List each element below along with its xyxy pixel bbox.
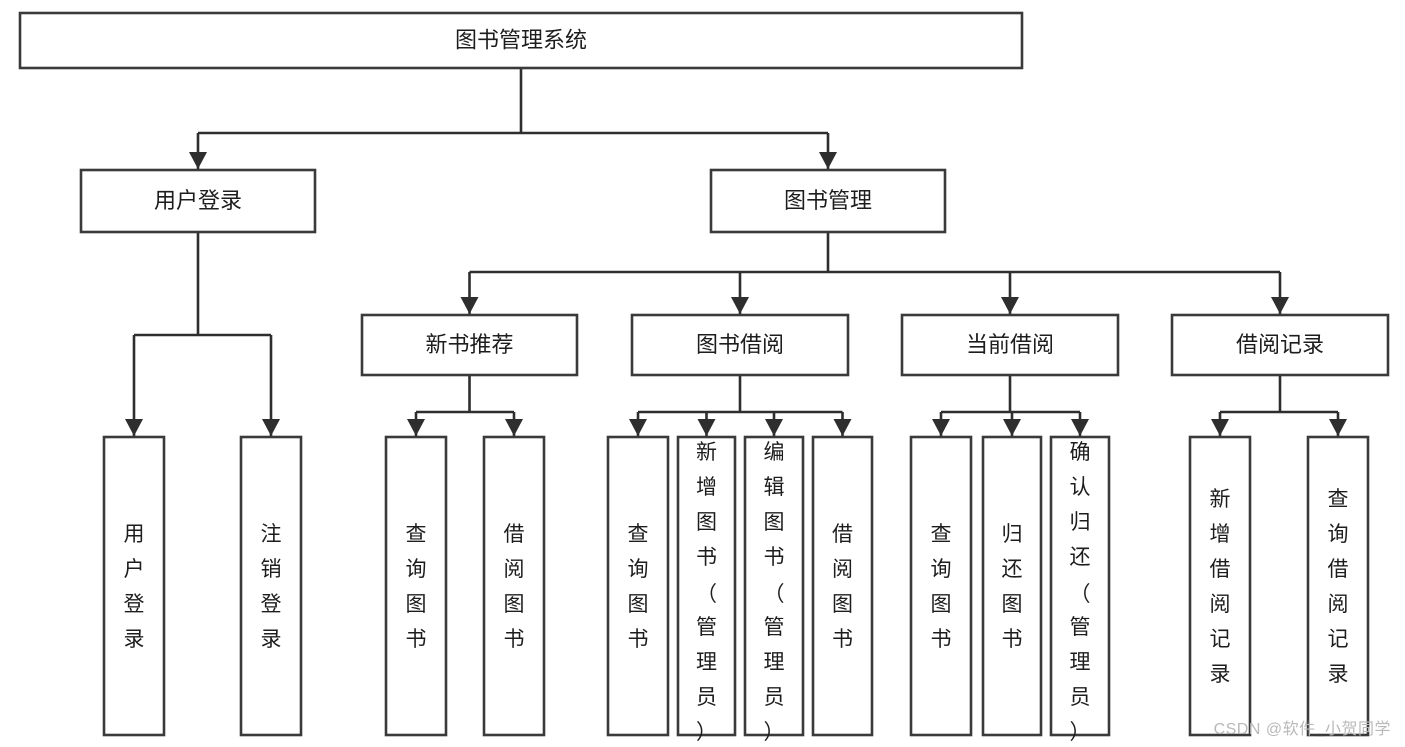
box-outline xyxy=(1306,435,1370,737)
arrow-head-icon xyxy=(765,419,783,436)
node-label: 查询图书 xyxy=(931,523,952,651)
box-outline xyxy=(676,435,737,737)
node-box-查询图书[interactable]: 查询图书 xyxy=(909,435,973,737)
node-label: 图书管理系统 xyxy=(455,27,587,52)
box-outline xyxy=(482,435,546,737)
node-label: 查询图书 xyxy=(406,523,427,651)
box-outline xyxy=(981,435,1043,737)
node-label: 借阅图书 xyxy=(504,523,525,651)
node-box-注销登录[interactable]: 注销登录 xyxy=(239,435,303,737)
node-box-借阅图书[interactable]: 借阅图书 xyxy=(811,435,874,737)
arrow-head-icon xyxy=(1001,297,1019,314)
node-box-当前借阅[interactable]: 当前借阅 xyxy=(900,313,1120,377)
node-box-归还图书[interactable]: 归还图书 xyxy=(981,435,1043,737)
node-box-图书管理系统[interactable]: 图书管理系统 xyxy=(18,11,1024,70)
node-label: 注销登录 xyxy=(261,523,282,651)
arrow-head-icon xyxy=(697,419,716,436)
box-outline xyxy=(900,313,1120,377)
node-box-用户登录[interactable]: 用户登录 xyxy=(102,435,166,737)
node-label: 新增借阅记录 xyxy=(1210,488,1231,686)
box-outline xyxy=(102,435,166,737)
node-label: 用户登录 xyxy=(154,188,242,213)
node-box-新书推荐[interactable]: 新书推荐 xyxy=(360,313,579,377)
node-box-编辑图书管理员[interactable]: 编辑图书（管理员） xyxy=(743,435,805,744)
arrow-head-icon xyxy=(1071,419,1089,436)
arrow-head-icon xyxy=(932,419,950,436)
box-outline xyxy=(743,435,805,737)
node-box-借阅记录[interactable]: 借阅记录 xyxy=(1170,313,1390,377)
node-box-新增图书管理员[interactable]: 新增图书（管理员） xyxy=(676,435,737,744)
arrow-head-icon xyxy=(262,419,280,436)
arrow-head-icon xyxy=(833,419,852,436)
node-box-查询借阅记录[interactable]: 查询借阅记录 xyxy=(1306,435,1370,737)
watermark-text: CSDN @软件_小贺同学 xyxy=(1213,721,1391,738)
arrow-head-icon xyxy=(125,419,143,436)
box-outline xyxy=(239,435,303,737)
box-outline xyxy=(360,313,579,377)
node-label: 用户登录 xyxy=(124,523,145,651)
node-box-图书管理[interactable]: 图书管理 xyxy=(709,168,947,234)
arrow-head-icon xyxy=(407,419,425,436)
node-label: 归还图书 xyxy=(1002,523,1023,651)
arrow-head-icon xyxy=(1003,419,1021,436)
node-label: 借阅记录 xyxy=(1236,332,1324,357)
arrow-head-icon xyxy=(505,419,523,436)
node-label: 新增图书（管理员） xyxy=(696,441,717,744)
node-label: 编辑图书（管理员） xyxy=(764,441,785,744)
node-box-新增借阅记录[interactable]: 新增借阅记录 xyxy=(1188,435,1252,737)
node-label: 当前借阅 xyxy=(966,332,1054,357)
node-box-查询图书[interactable]: 查询图书 xyxy=(606,435,670,737)
arrow-head-icon xyxy=(731,297,749,314)
arrow-head-icon xyxy=(1329,419,1347,436)
node-label: 确认归还（管理员） xyxy=(1070,441,1091,744)
arrow-head-icon xyxy=(1271,297,1289,314)
arrow-head-icon xyxy=(819,152,837,169)
box-outline xyxy=(1049,435,1111,737)
box-outline xyxy=(18,11,1024,70)
box-outline xyxy=(909,435,973,737)
arrow-head-icon xyxy=(189,152,207,169)
node-label: 图书借阅 xyxy=(696,332,784,357)
node-label: 查询借阅记录 xyxy=(1328,488,1349,686)
box-outline xyxy=(1170,313,1390,377)
arrow-head-icon xyxy=(629,419,647,436)
boxes-layer: 图书管理系统用户登录图书管理新书推荐图书借阅当前借阅借阅记录用户登录注销登录查询… xyxy=(18,11,1390,744)
node-box-确认归还管理员[interactable]: 确认归还（管理员） xyxy=(1049,435,1111,744)
node-box-借阅图书[interactable]: 借阅图书 xyxy=(482,435,546,737)
node-label: 借阅图书 xyxy=(832,523,853,651)
connectors-layer xyxy=(125,68,1347,436)
arrow-head-icon xyxy=(1211,419,1229,436)
node-label: 图书管理 xyxy=(784,188,872,213)
box-outline xyxy=(79,168,317,234)
box-outline xyxy=(811,435,874,737)
box-outline xyxy=(384,435,448,737)
node-box-查询图书[interactable]: 查询图书 xyxy=(384,435,448,737)
node-box-图书借阅[interactable]: 图书借阅 xyxy=(630,313,850,377)
node-label: 新书推荐 xyxy=(425,332,513,357)
arrow-head-icon xyxy=(460,297,479,314)
node-box-用户登录[interactable]: 用户登录 xyxy=(79,168,317,234)
node-label: 查询图书 xyxy=(628,523,649,651)
box-outline xyxy=(630,313,850,377)
box-outline xyxy=(606,435,670,737)
box-outline xyxy=(709,168,947,234)
box-outline xyxy=(1188,435,1252,737)
